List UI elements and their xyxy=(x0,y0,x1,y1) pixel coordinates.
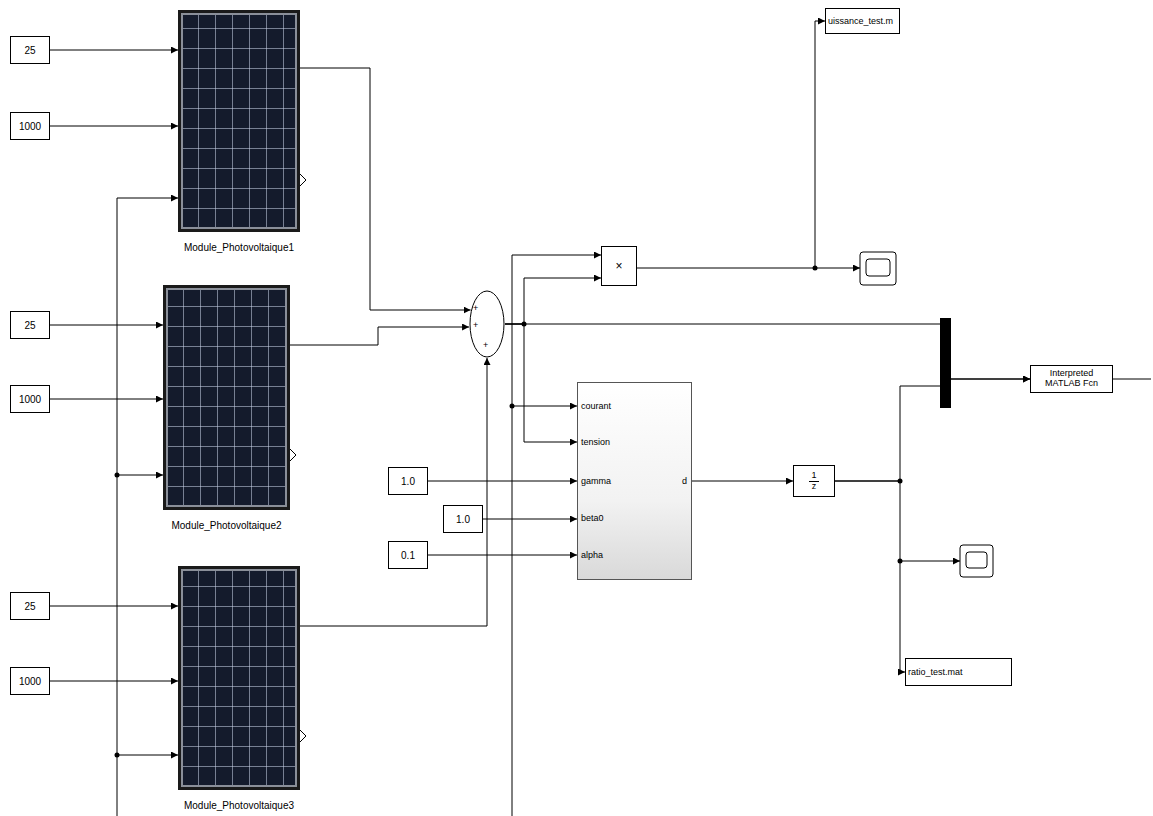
matlab-function-block: courant tension gamma beta0 alpha d xyxy=(577,382,692,580)
port-label: + xyxy=(483,340,488,350)
block-text: 1.0 xyxy=(456,514,470,525)
signal-line xyxy=(50,126,178,127)
signal-line xyxy=(483,519,577,520)
product-block: × xyxy=(601,246,637,286)
port-label: tension xyxy=(581,437,610,447)
signal-line xyxy=(50,606,178,607)
port-label: beta0 xyxy=(581,513,604,523)
constant-block: 25 xyxy=(10,592,50,620)
block-text: Interpreted MATLAB Fcn xyxy=(1031,369,1112,389)
signal-line xyxy=(300,68,471,310)
block-name: Module_Photovoltaique2 xyxy=(171,520,281,531)
signal-line xyxy=(692,481,793,482)
signal-line xyxy=(300,358,487,626)
sum-block: + + + xyxy=(469,290,505,358)
block-name: Module_Photovoltaique3 xyxy=(184,800,294,811)
scope-wire xyxy=(900,561,960,562)
port-label: alpha xyxy=(581,550,603,560)
block-text: ratio_test.mat xyxy=(908,667,963,677)
port-label: gamma xyxy=(581,476,611,486)
output-wire xyxy=(1113,379,1151,380)
voltage-wire xyxy=(117,755,178,756)
to-file-block: ratio_test.mat xyxy=(905,658,1012,686)
signal-line xyxy=(835,481,905,672)
block-text: 25 xyxy=(24,45,35,56)
block-text: 1.0 xyxy=(401,476,415,487)
matlab-fcn-block: Interpreted MATLAB Fcn xyxy=(1030,365,1113,393)
to-file-block: uissance_test.m xyxy=(825,8,900,34)
constant-block: 1.0 xyxy=(443,505,483,533)
signal-line xyxy=(428,481,577,482)
junction-dot xyxy=(115,753,120,758)
block-text: 1000 xyxy=(19,394,41,405)
pv-module: Module_Photovoltaique2 xyxy=(163,285,290,510)
pv-module: Module_Photovoltaique3 xyxy=(178,566,300,790)
junction-dot xyxy=(115,473,120,478)
unit-delay-block: 1z xyxy=(793,465,835,497)
junction-dot xyxy=(510,404,515,409)
signal-line xyxy=(505,324,1030,379)
scope-icon xyxy=(960,545,993,577)
signal-line xyxy=(50,50,178,51)
block-text: 25 xyxy=(24,320,35,331)
scope-wire xyxy=(815,268,860,269)
port-label: courant xyxy=(581,401,611,411)
block-text: z xyxy=(810,482,819,492)
signal-line xyxy=(505,324,577,442)
block-text: 1 xyxy=(809,471,818,482)
voltage-wire xyxy=(117,475,163,476)
signal-line xyxy=(428,555,577,556)
signal-line xyxy=(50,681,178,682)
block-text: 1000 xyxy=(19,676,41,687)
output-port xyxy=(290,449,296,461)
block-text: × xyxy=(615,259,622,273)
block-text: uissance_test.m xyxy=(828,16,893,26)
block-text: 0.1 xyxy=(401,550,415,561)
constant-block: 1000 xyxy=(10,385,50,413)
output-port xyxy=(300,174,306,186)
constant-block: 1.0 xyxy=(388,467,428,495)
block-name: Module_Photovoltaique1 xyxy=(184,242,294,253)
signal-line xyxy=(637,21,825,268)
constant-block: 25 xyxy=(10,36,50,64)
port-label: + xyxy=(473,303,478,313)
constant-block: 1000 xyxy=(10,667,50,695)
signal-line xyxy=(290,327,469,345)
voltage-wire xyxy=(512,406,577,407)
block-text: 1000 xyxy=(19,121,41,132)
signal-line xyxy=(50,325,163,326)
scope-icon xyxy=(860,252,896,285)
pv-module: Module_Photovoltaique1 xyxy=(178,10,300,232)
signal-line xyxy=(50,399,163,400)
port-label: + xyxy=(473,320,478,330)
output-port xyxy=(300,730,306,742)
port-label: d xyxy=(682,476,687,486)
constant-block: 25 xyxy=(10,311,50,339)
constant-block: 0.1 xyxy=(388,541,428,569)
signal-line xyxy=(835,379,1030,481)
block-text: 25 xyxy=(24,601,35,612)
constant-block: 1000 xyxy=(10,112,50,140)
signal-line xyxy=(505,278,601,324)
